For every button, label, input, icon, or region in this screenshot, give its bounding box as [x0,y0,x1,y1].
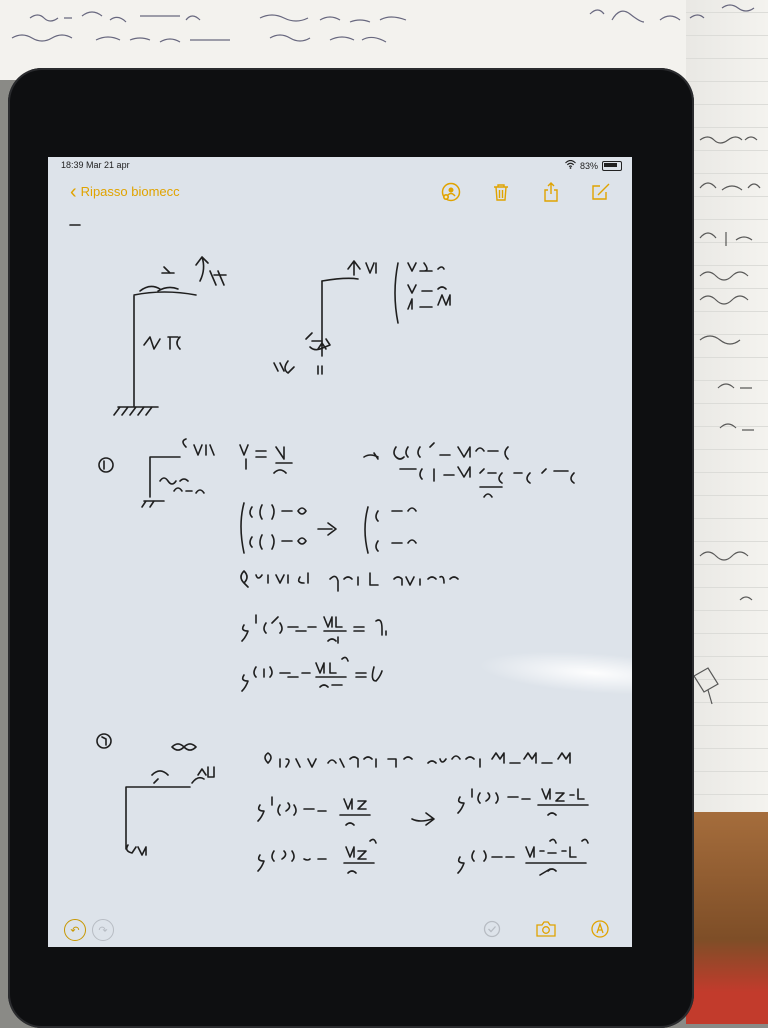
battery-percent: 83% [579,160,598,171]
status-date: Mar 21 apr [86,160,130,170]
done-check-icon[interactable] [482,919,502,939]
camera-icon[interactable] [536,919,556,939]
battery-icon [602,160,622,171]
handwriting-canvas[interactable] [48,211,632,911]
nav-bar: ‹ Ripasso biomecc [48,177,632,211]
share-icon[interactable] [540,181,562,203]
status-bar: 18:39 Mar 21 apr 83% [48,157,632,173]
chevron-left-icon: ‹ [70,180,77,203]
bottom-toolbar: ↶ ↷ [48,911,632,947]
background-notes-top [0,0,768,80]
redo-icon[interactable]: ↷ [92,919,114,941]
note-toolbar [440,181,612,203]
markup-pen-icon[interactable] [590,919,610,939]
back-button[interactable]: ‹ Ripasso biomecc [70,180,180,203]
trash-icon[interactable] [490,181,512,203]
notes-app-screen: 18:39 Mar 21 apr 83% ‹ Ripasso biomecc [48,157,632,947]
wifi-icon [565,159,576,171]
handwritten-notes [69,224,589,876]
compose-icon[interactable] [590,181,612,203]
back-label: Ripasso biomecc [80,184,180,199]
status-time: 18:39 [61,160,84,170]
add-person-icon[interactable] [440,181,462,203]
undo-icon[interactable]: ↶ [64,919,86,941]
background-desk [686,812,768,1024]
